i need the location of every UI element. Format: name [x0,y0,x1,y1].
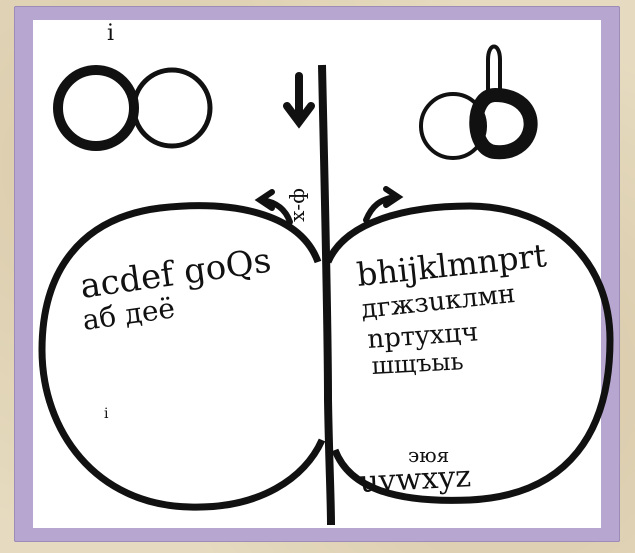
down-arrow [287,76,311,122]
left-lobe-outline [42,206,322,507]
dividing-line [322,65,331,525]
right-lobe-line-4: шщъыь [371,347,464,380]
figure-a-left-circle [58,70,134,146]
left-lobe-line-1: acdef goQs [78,241,274,307]
panel-label-b: b [0,0,1,1]
right-lobe-line-6: uvwxyz [359,459,472,500]
figure-b [421,47,531,159]
figure-a-right-circle [134,70,210,146]
small-mark: i [107,21,114,46]
figure-b-stem [488,47,500,96]
left-lobe-dot: i [104,406,109,422]
figure-a [58,70,210,146]
